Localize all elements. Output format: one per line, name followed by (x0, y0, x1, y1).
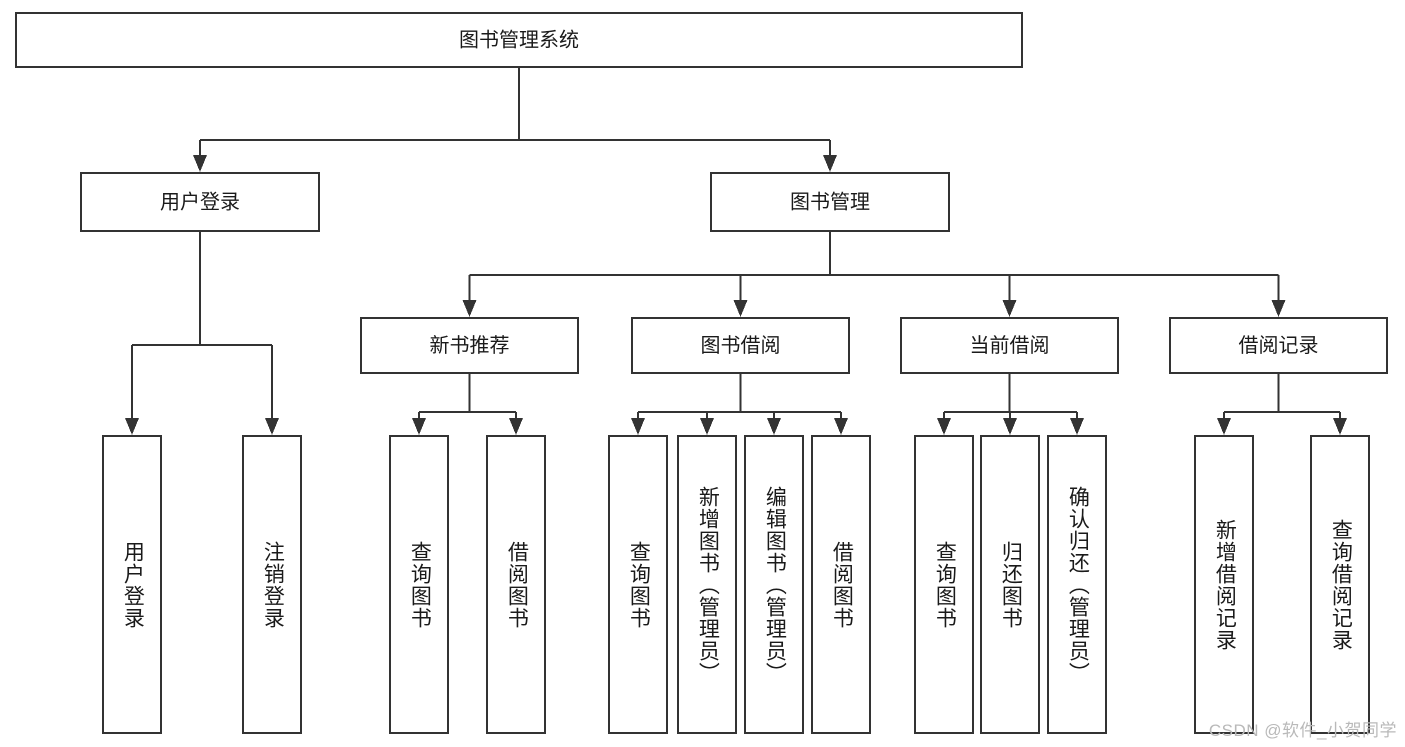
node-box-book-manage[interactable] (709, 171, 951, 233)
node-box-root[interactable] (14, 11, 1024, 69)
arrow-head (1070, 418, 1084, 435)
connector-to-leaves-user-login (130, 231, 274, 420)
arrow-head (193, 155, 207, 172)
connector-to-leaves-book-borrow (636, 373, 843, 420)
arrow-head (700, 418, 714, 435)
arrow-head (834, 418, 848, 435)
arrow-head (937, 418, 951, 435)
connector-to-leaves-borrow-record (1222, 373, 1342, 420)
arrow-head (1271, 300, 1286, 317)
node-box-leaf-add-borrow-record[interactable] (1193, 434, 1255, 735)
node-box-new-book-recommend[interactable] (359, 316, 580, 375)
arrow-head (509, 418, 523, 435)
arrow-head (412, 418, 426, 435)
node-box-leaf-confirm-return[interactable] (1046, 434, 1108, 735)
node-box-leaf-logout[interactable] (241, 434, 303, 735)
node-label-borrow-record: 借阅记录 (1239, 334, 1319, 357)
node-label-book-manage: 图书管理 (790, 190, 870, 213)
arrow-head (733, 300, 748, 317)
boxes-layer (14, 11, 1389, 735)
node-box-leaf-query-book-borrow[interactable] (607, 434, 669, 735)
arrow-head (265, 418, 279, 435)
node-box-leaf-query-book-current[interactable] (913, 434, 975, 735)
node-label-current-borrow: 当前借阅 (970, 334, 1050, 357)
arrow-head (1333, 418, 1347, 435)
connector-to-leaves-current-borrow (942, 373, 1079, 420)
node-box-leaf-return-book[interactable] (979, 434, 1041, 735)
arrow-head (823, 155, 837, 172)
node-label-root: 图书管理系统 (459, 28, 579, 51)
node-box-leaf-add-book[interactable] (676, 434, 738, 735)
arrow-head (1003, 418, 1017, 435)
node-label-user-login: 用户登录 (160, 190, 240, 213)
node-box-leaf-borrow-book-recommend[interactable] (485, 434, 547, 735)
node-box-leaf-query-borrow-record[interactable] (1309, 434, 1371, 735)
connectors-layer (125, 67, 1347, 435)
arrow-head (1217, 418, 1231, 435)
node-box-current-borrow[interactable] (899, 316, 1120, 375)
node-box-book-borrow[interactable] (630, 316, 851, 375)
connector-book-manage-to-level2 (468, 231, 1280, 302)
node-box-borrow-record[interactable] (1168, 316, 1389, 375)
node-box-leaf-edit-book[interactable] (743, 434, 805, 735)
connector-root-to-level1 (198, 67, 832, 157)
watermark-text: CSDN @软件_小贺同学 (1208, 721, 1397, 740)
arrow-head (1002, 300, 1017, 317)
arrow-head (631, 418, 645, 435)
arrow-head (462, 300, 477, 317)
node-box-leaf-user-login[interactable] (101, 434, 163, 735)
node-label-book-borrow: 图书借阅 (701, 334, 781, 357)
node-box-leaf-query-book-recommend[interactable] (388, 434, 450, 735)
node-box-leaf-borrow-book[interactable] (810, 434, 872, 735)
connector-to-leaves-new-book-recommend (417, 373, 518, 420)
arrow-head (125, 418, 139, 435)
node-label-new-book-recommend: 新书推荐 (430, 334, 510, 357)
node-box-user-login[interactable] (79, 171, 321, 233)
arrow-head (767, 418, 781, 435)
